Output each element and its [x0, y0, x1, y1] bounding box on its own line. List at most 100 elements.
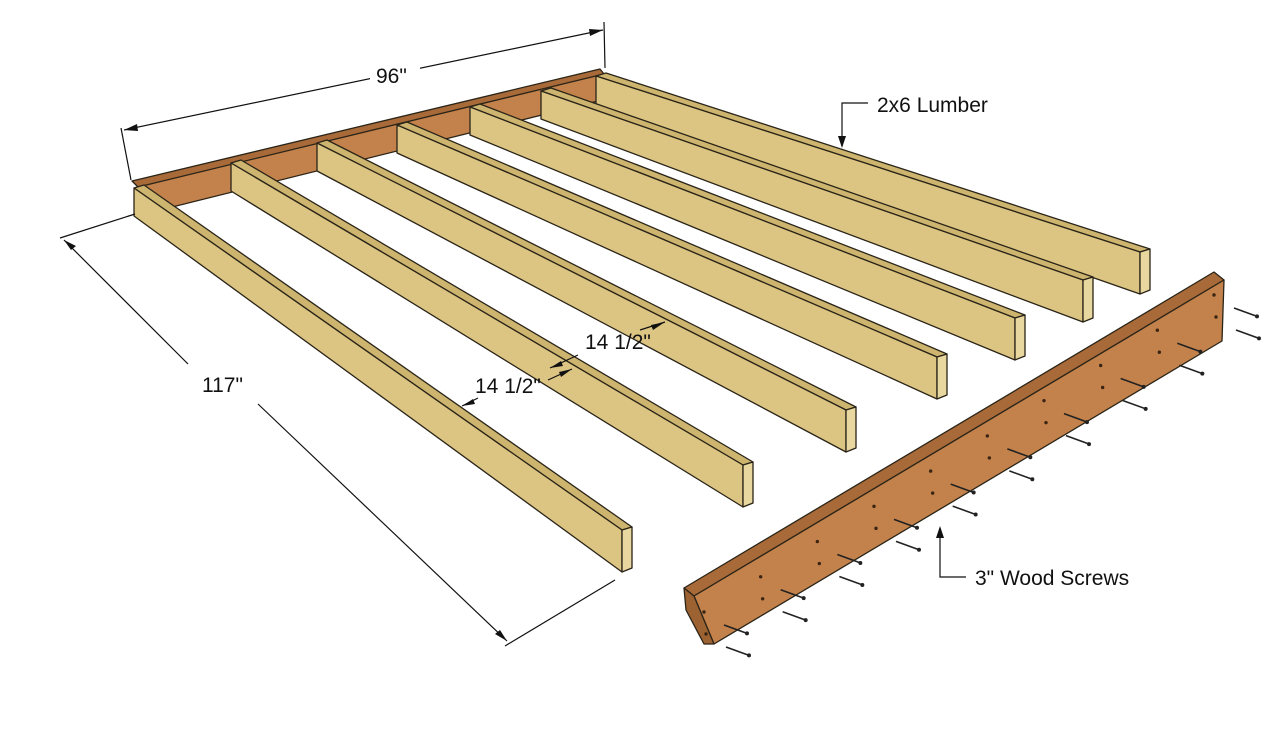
joist [230, 159, 754, 508]
screw [1233, 307, 1257, 317]
screw-hole [758, 575, 763, 579]
screw-hole [1098, 363, 1103, 368]
screw-head [1257, 336, 1261, 341]
width-label-bg [370, 62, 420, 88]
screw-head [1085, 420, 1089, 425]
screw-hole [987, 456, 992, 460]
screw [1235, 329, 1259, 339]
screw-hole [930, 491, 935, 495]
screw [725, 646, 749, 656]
screw [782, 611, 805, 621]
joist-end [742, 461, 754, 508]
front-rim-end [683, 587, 715, 645]
width-dimension: 96" [120, 21, 606, 181]
screw [1122, 399, 1145, 410]
screw [895, 540, 919, 551]
length-dimension-line-b [257, 403, 508, 642]
spacing-label-b: 14 1/2" [475, 375, 541, 398]
spacing-dimensions: 14 1/2" 14 1/2" [461, 321, 666, 407]
screws-label: 3" Wood Screws [975, 567, 1129, 590]
screw-head [860, 582, 865, 587]
screw-hole [1100, 385, 1105, 390]
screw [1009, 470, 1032, 480]
screws-leader [939, 528, 966, 578]
width-extension-left [120, 127, 132, 181]
joist [469, 103, 1026, 361]
screw [1177, 342, 1200, 352]
joist [396, 121, 948, 400]
screw-hole [760, 597, 765, 601]
width-extension-right [603, 21, 606, 69]
screw-head [1143, 406, 1148, 411]
length-arrow-top [64, 240, 76, 250]
screw-head [973, 512, 978, 517]
spacing-arrow-a2 [651, 322, 665, 330]
screw-head [803, 618, 808, 623]
screw-hole [1212, 293, 1216, 297]
screw [1007, 448, 1030, 458]
screw-head [745, 631, 749, 636]
length-dimension-line-a [63, 239, 189, 365]
screws-group [723, 307, 1261, 658]
screw-hole [704, 632, 708, 636]
screw-hole [815, 539, 820, 544]
lumber-arrow [838, 136, 846, 148]
joist-end [1014, 314, 1026, 361]
screw-holes [702, 293, 1218, 636]
length-extension-bottom [504, 579, 616, 647]
width-arrow-left [124, 124, 138, 131]
screw-hole [1157, 350, 1162, 354]
screw [837, 553, 860, 564]
screw-head [1141, 384, 1146, 389]
screw-hole [1214, 315, 1218, 319]
width-arrow-right [589, 29, 603, 36]
joist [595, 72, 1151, 295]
screw-head [801, 596, 806, 601]
spacing-label-a: 14 1/2" [585, 331, 651, 354]
screw-hole [928, 469, 933, 473]
length-extension-top [59, 213, 136, 239]
screw [1120, 377, 1143, 388]
lumber-leader [841, 102, 868, 146]
joist [316, 139, 857, 453]
joist-end [621, 526, 633, 573]
lumber-label: 2x6 Lumber [877, 94, 988, 117]
screw-head [747, 653, 751, 658]
screw-head [971, 490, 976, 495]
screw [839, 575, 862, 586]
length-arrow-bottom [495, 630, 507, 641]
screw [780, 589, 803, 599]
joist-end [1082, 276, 1094, 323]
screw-hole [1155, 328, 1160, 332]
screw-hole [872, 504, 876, 509]
screw-head [858, 560, 863, 565]
length-dimension: 117" [59, 213, 616, 647]
screw [950, 483, 973, 493]
screw [1065, 434, 1089, 445]
screw-hole [985, 434, 990, 438]
joist [540, 87, 1094, 323]
screw-head [1255, 314, 1259, 319]
joist-end [845, 406, 857, 453]
screw-hole [817, 561, 822, 566]
screw [952, 505, 975, 515]
lumber-callout: 2x6 Lumber [838, 94, 988, 148]
length-label: 117" [202, 374, 243, 397]
screw-hole [1044, 420, 1048, 425]
joist-end [936, 353, 948, 400]
screw-head [1030, 477, 1035, 482]
joists-group [133, 72, 1151, 573]
screw [723, 624, 747, 634]
screw [1179, 364, 1202, 374]
screw-head [915, 525, 919, 530]
joist-end [1139, 248, 1151, 295]
screw [1063, 412, 1087, 423]
screws-arrow [936, 526, 944, 538]
spacing-arrow-a [550, 361, 563, 368]
screw-hole [874, 526, 878, 531]
screw-head [1200, 371, 1205, 376]
screw-head [1028, 455, 1033, 460]
spacing-arrow-b [462, 399, 475, 406]
screw-hole [702, 610, 706, 614]
